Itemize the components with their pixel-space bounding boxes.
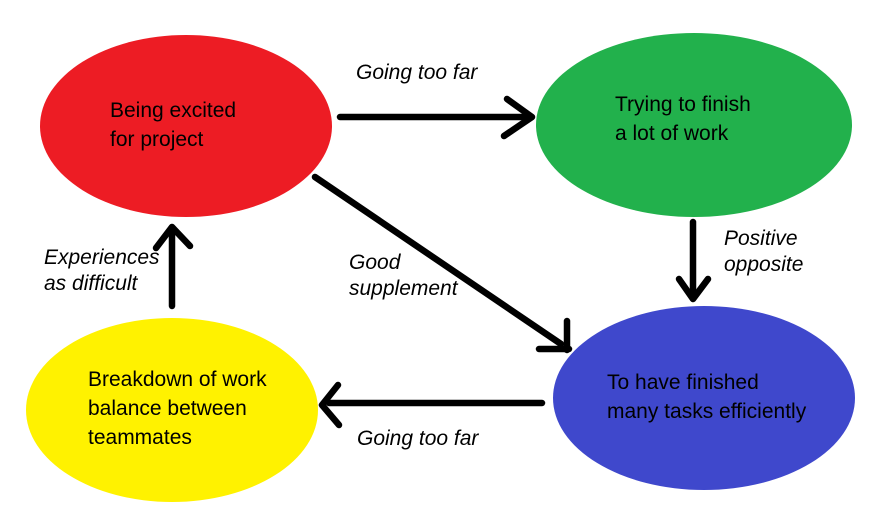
node-trying-ellipse <box>536 33 852 217</box>
node-label-line: Trying to finish <box>615 93 751 116</box>
node-breakdown-ellipse <box>26 318 318 502</box>
node-label-line: many tasks efficiently <box>607 400 807 423</box>
edge-label-line: Going too far <box>356 61 478 84</box>
node-label-line: To have finished <box>607 371 759 394</box>
edge-label-line: Good <box>349 251 401 274</box>
arrow-excited-to-trying <box>336 95 536 140</box>
edge-label-excited-to-trying: Going too far <box>356 60 477 86</box>
node-label-line: for project <box>110 128 204 151</box>
edge-label-line: Going too far <box>357 427 479 450</box>
node-finished-label: To have finished many tasks efficiently <box>607 368 806 426</box>
node-label-line: teammates <box>88 426 192 449</box>
arrow-finished-to-breakdown <box>318 381 546 429</box>
node-excited-label: Being excited for project <box>110 96 236 154</box>
edge-label-breakdown-to-excited: Experiences as difficult <box>44 245 160 297</box>
edge-label-line: supplement <box>349 277 458 300</box>
node-finished-ellipse <box>553 306 855 490</box>
node-label-line: Being excited <box>110 99 237 122</box>
arrow-breakdown-to-excited <box>152 223 194 310</box>
arrow-trying-to-finished <box>675 218 712 303</box>
edge-label-line: as difficult <box>44 272 138 295</box>
edge-label-line: Experiences <box>44 246 160 269</box>
edge-label-excited-to-finished: Good supplement <box>349 250 458 302</box>
node-label-line: balance between <box>88 397 247 420</box>
edge-label-line: Positive <box>724 227 798 250</box>
edge-label-finished-to-breakdown: Going too far <box>357 426 478 452</box>
edge-label-trying-to-finished: Positive opposite <box>724 226 803 278</box>
node-excited-ellipse <box>40 35 332 217</box>
arrow-excited-to-finished <box>311 173 573 354</box>
edge-label-line: opposite <box>724 253 804 276</box>
node-trying-label: Trying to finish a lot of work <box>615 90 751 148</box>
node-label-line: a lot of work <box>615 122 729 145</box>
node-breakdown-label: Breakdown of work balance between teamma… <box>88 365 267 452</box>
node-label-line: Breakdown of work <box>88 368 267 391</box>
